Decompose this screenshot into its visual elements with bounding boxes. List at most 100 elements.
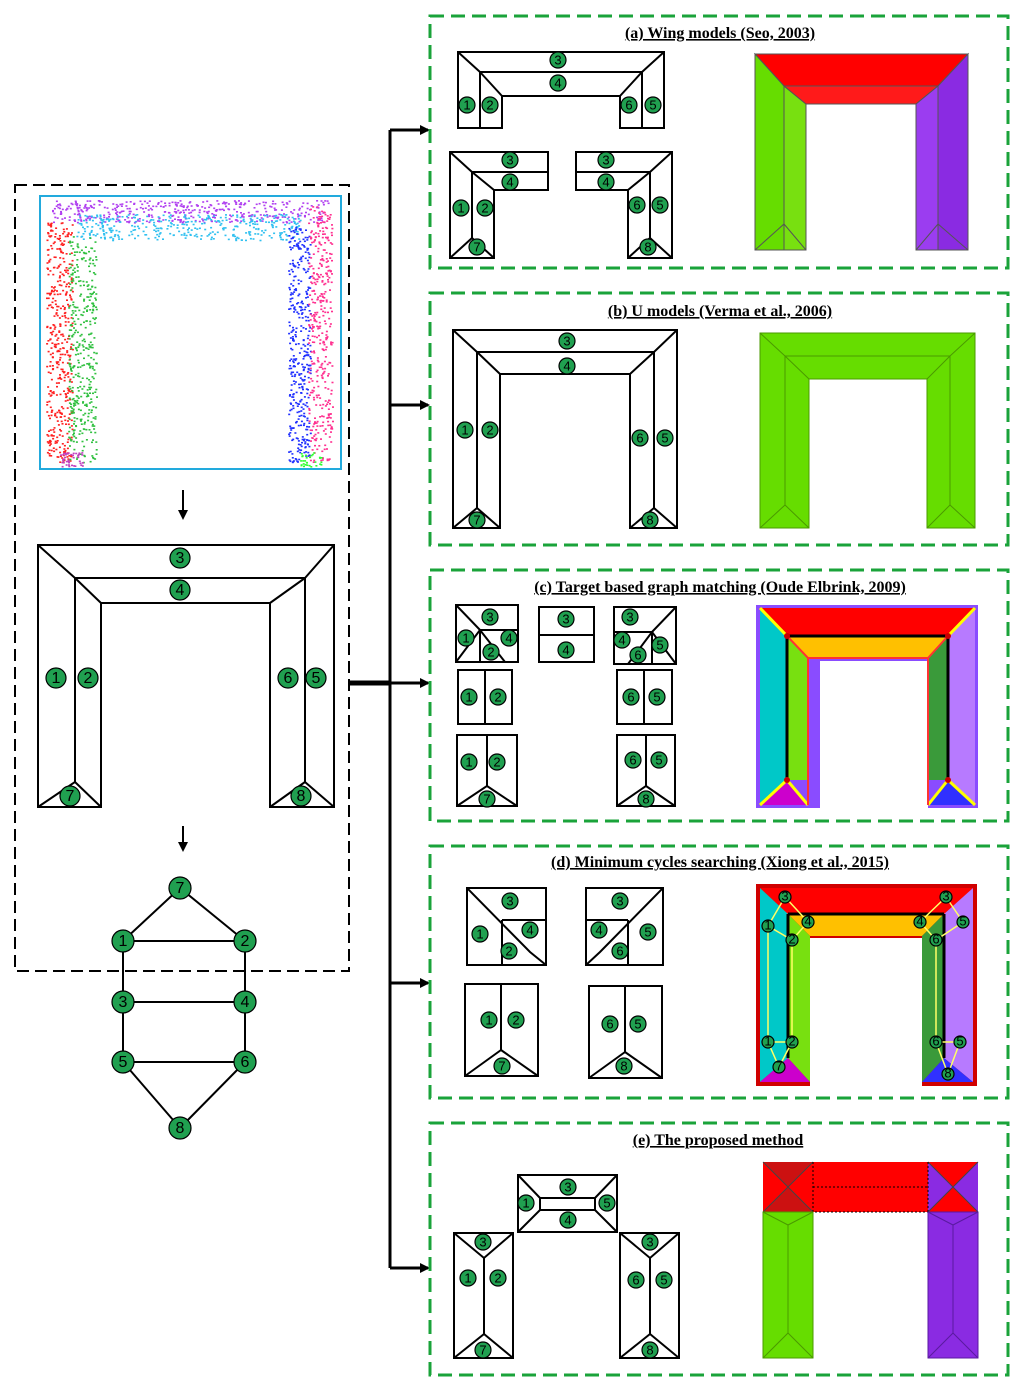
- node-marker-label: 1: [465, 690, 472, 705]
- node-marker: [521, 921, 539, 939]
- node-marker-label: 1: [764, 1034, 771, 1049]
- node-marker: [500, 629, 518, 647]
- panel-a-title: (a) Wing models (Seo, 2003): [625, 25, 815, 42]
- node-marker-label: 5: [656, 638, 663, 653]
- node-marker: [290, 785, 312, 807]
- node-marker-label: 2: [788, 932, 795, 947]
- node-marker-label: 4: [506, 175, 513, 190]
- panel-d-title: (d) Minimum cycles searching (Xiong et a…: [551, 854, 889, 871]
- node-marker: [558, 357, 576, 375]
- node-marker: [620, 96, 638, 114]
- node-marker: [169, 579, 191, 601]
- node-marker: [929, 933, 943, 947]
- node-marker-label: 1: [764, 918, 771, 933]
- node-marker: [549, 74, 567, 92]
- node-marker: [517, 1194, 535, 1212]
- node-marker-label: 2: [481, 201, 488, 216]
- node-marker-label: 8: [620, 1059, 627, 1074]
- panel-c-frame: [428, 568, 1010, 823]
- node-marker: [460, 688, 478, 706]
- panel-e-frame: [428, 1121, 1010, 1377]
- node-marker: [460, 753, 478, 771]
- node-marker: [639, 238, 657, 256]
- node-marker-label: 6: [625, 98, 632, 113]
- node-marker-label: 6: [633, 198, 640, 213]
- node-marker: [481, 421, 499, 439]
- node-marker: [631, 429, 649, 447]
- panel-c-diagrams: [455, 604, 677, 807]
- node-marker: [557, 610, 575, 628]
- node-marker: [549, 51, 567, 69]
- node-marker: [644, 96, 662, 114]
- node-marker: [801, 915, 815, 929]
- graph-edge: [122, 887, 181, 942]
- graph-node: [233, 990, 257, 1014]
- point-cloud: [46, 200, 334, 468]
- node-marker: [637, 790, 655, 808]
- node-marker: [45, 667, 67, 689]
- node-marker-label: 6: [606, 1017, 613, 1032]
- node-marker-label: 7: [483, 792, 490, 807]
- node-marker: [559, 1211, 577, 1229]
- node-marker: [480, 1011, 498, 1029]
- node-marker-label: 4: [176, 582, 185, 599]
- node-marker-label: 3: [626, 610, 633, 625]
- node-marker: [628, 196, 646, 214]
- graph-node: [111, 990, 135, 1014]
- node-marker-label: 4: [804, 914, 811, 929]
- node-marker-label: 8: [646, 513, 653, 528]
- graph-node: [168, 876, 192, 900]
- node-marker-label: 5: [959, 914, 966, 929]
- node-marker-label: 6: [932, 1034, 939, 1049]
- node-marker-label: 4: [916, 914, 923, 929]
- node-marker-label: 5: [603, 1196, 610, 1211]
- node-marker-label: 6: [284, 670, 293, 687]
- node-marker-label: 7: [473, 240, 480, 255]
- node-marker: [501, 151, 519, 169]
- node-marker-label: 2: [486, 423, 493, 438]
- graph-node: [111, 1050, 135, 1074]
- node-marker: [305, 667, 327, 689]
- point-cloud-frame: [39, 195, 342, 470]
- panel-a-render: [753, 52, 970, 251]
- node-marker: [629, 646, 647, 664]
- panel-a-diagrams: [449, 51, 673, 259]
- node-marker: [639, 923, 657, 941]
- node-marker: [501, 892, 519, 910]
- node-marker: [629, 1015, 647, 1033]
- node-marker-label: 3: [616, 894, 623, 909]
- node-marker: [651, 196, 669, 214]
- node-marker: [481, 96, 499, 114]
- node-marker: [613, 631, 631, 649]
- panel-c-title: (c) Target based graph matching (Oude El…: [534, 579, 906, 596]
- node-marker: [611, 892, 629, 910]
- graph-edge: [179, 1061, 246, 1129]
- panel-b-title: (b) U models (Verma et al., 2006): [608, 303, 832, 320]
- node-marker-label: 8: [642, 792, 649, 807]
- node-marker-label: 1: [457, 201, 464, 216]
- node-marker: [648, 688, 666, 706]
- node-marker-label: 4: [526, 923, 533, 938]
- graph-node: [111, 929, 135, 953]
- node-marker: [559, 1178, 577, 1196]
- node-marker: [785, 933, 799, 947]
- node-marker-label: 8: [644, 240, 651, 255]
- node-marker: [597, 173, 615, 191]
- node-marker: [778, 890, 792, 904]
- node-marker: [641, 511, 659, 529]
- node-marker-label: 5: [655, 753, 662, 768]
- node-marker: [597, 151, 615, 169]
- graph-edge: [179, 887, 246, 942]
- node-marker-label: 3: [176, 550, 185, 567]
- node-marker: [785, 1035, 799, 1049]
- node-marker-label: 2: [788, 1034, 795, 1049]
- node-marker: [761, 919, 775, 933]
- node-marker: [941, 1067, 955, 1081]
- node-marker-label: 1: [52, 670, 61, 687]
- u-roof-model: [37, 544, 335, 808]
- graph-node: [168, 1116, 192, 1140]
- node-marker: [615, 1057, 633, 1075]
- node-marker: [489, 688, 507, 706]
- node-marker-label: 6: [634, 648, 641, 663]
- node-marker-label: 5: [312, 670, 321, 687]
